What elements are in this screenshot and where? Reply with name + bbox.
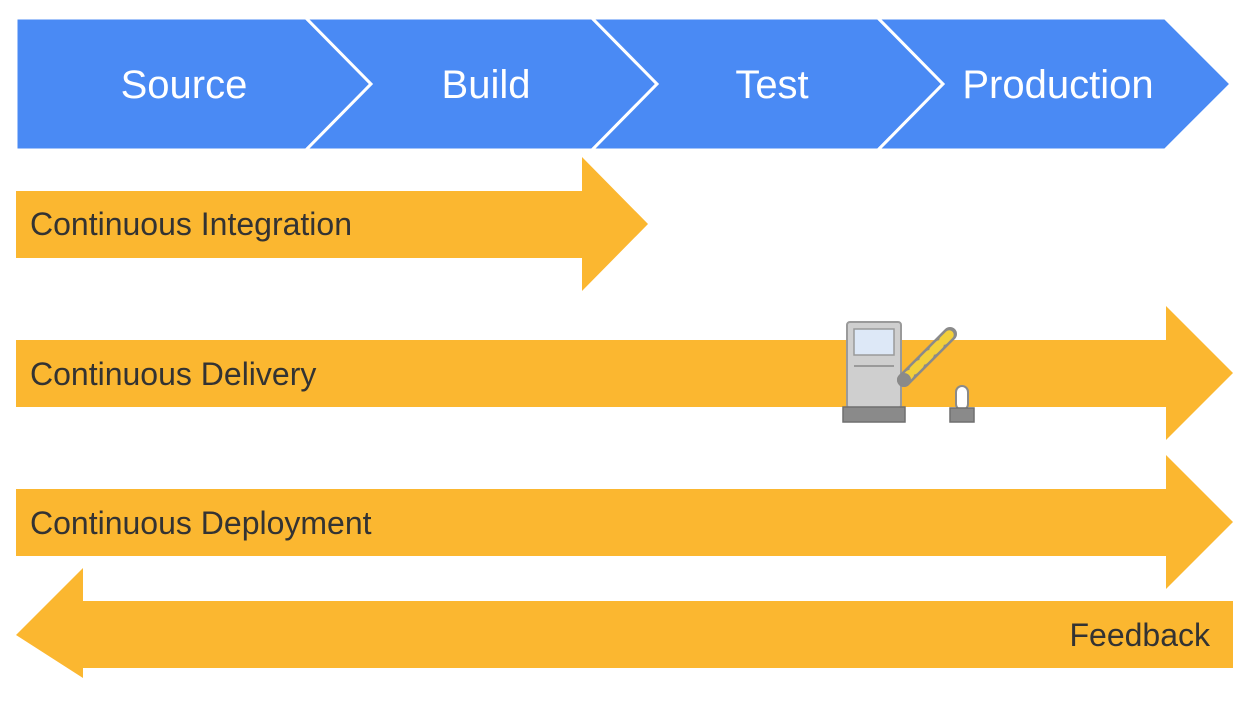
continuous-integration-label: Continuous Integration bbox=[30, 206, 352, 242]
stage-test-label: Test bbox=[735, 63, 808, 107]
feedback-label: Feedback bbox=[1069, 617, 1211, 653]
feedback-arrow bbox=[16, 568, 1233, 678]
continuous-integration-arrow bbox=[16, 157, 648, 291]
flow-continuous-deployment: Continuous Deployment bbox=[16, 455, 1233, 589]
stage-build-label: Build bbox=[442, 63, 531, 107]
continuous-delivery-arrow bbox=[16, 306, 1233, 440]
flow-feedback: Feedback bbox=[16, 568, 1233, 678]
flow-continuous-delivery: Continuous Delivery bbox=[16, 306, 1233, 440]
stage-source-label: Source bbox=[121, 63, 248, 107]
continuous-delivery-label: Continuous Delivery bbox=[30, 356, 316, 392]
stage-production-shape bbox=[874, 16, 1234, 152]
continuous-deployment-label: Continuous Deployment bbox=[30, 505, 372, 541]
flow-continuous-integration: Continuous Integration bbox=[16, 157, 648, 291]
continuous-deployment-arrow bbox=[16, 455, 1233, 589]
stage-production-label: Production bbox=[962, 63, 1153, 107]
stage-band: Source Build Test Production bbox=[14, 16, 1234, 152]
toll-gate-barrier-icon bbox=[842, 321, 975, 423]
